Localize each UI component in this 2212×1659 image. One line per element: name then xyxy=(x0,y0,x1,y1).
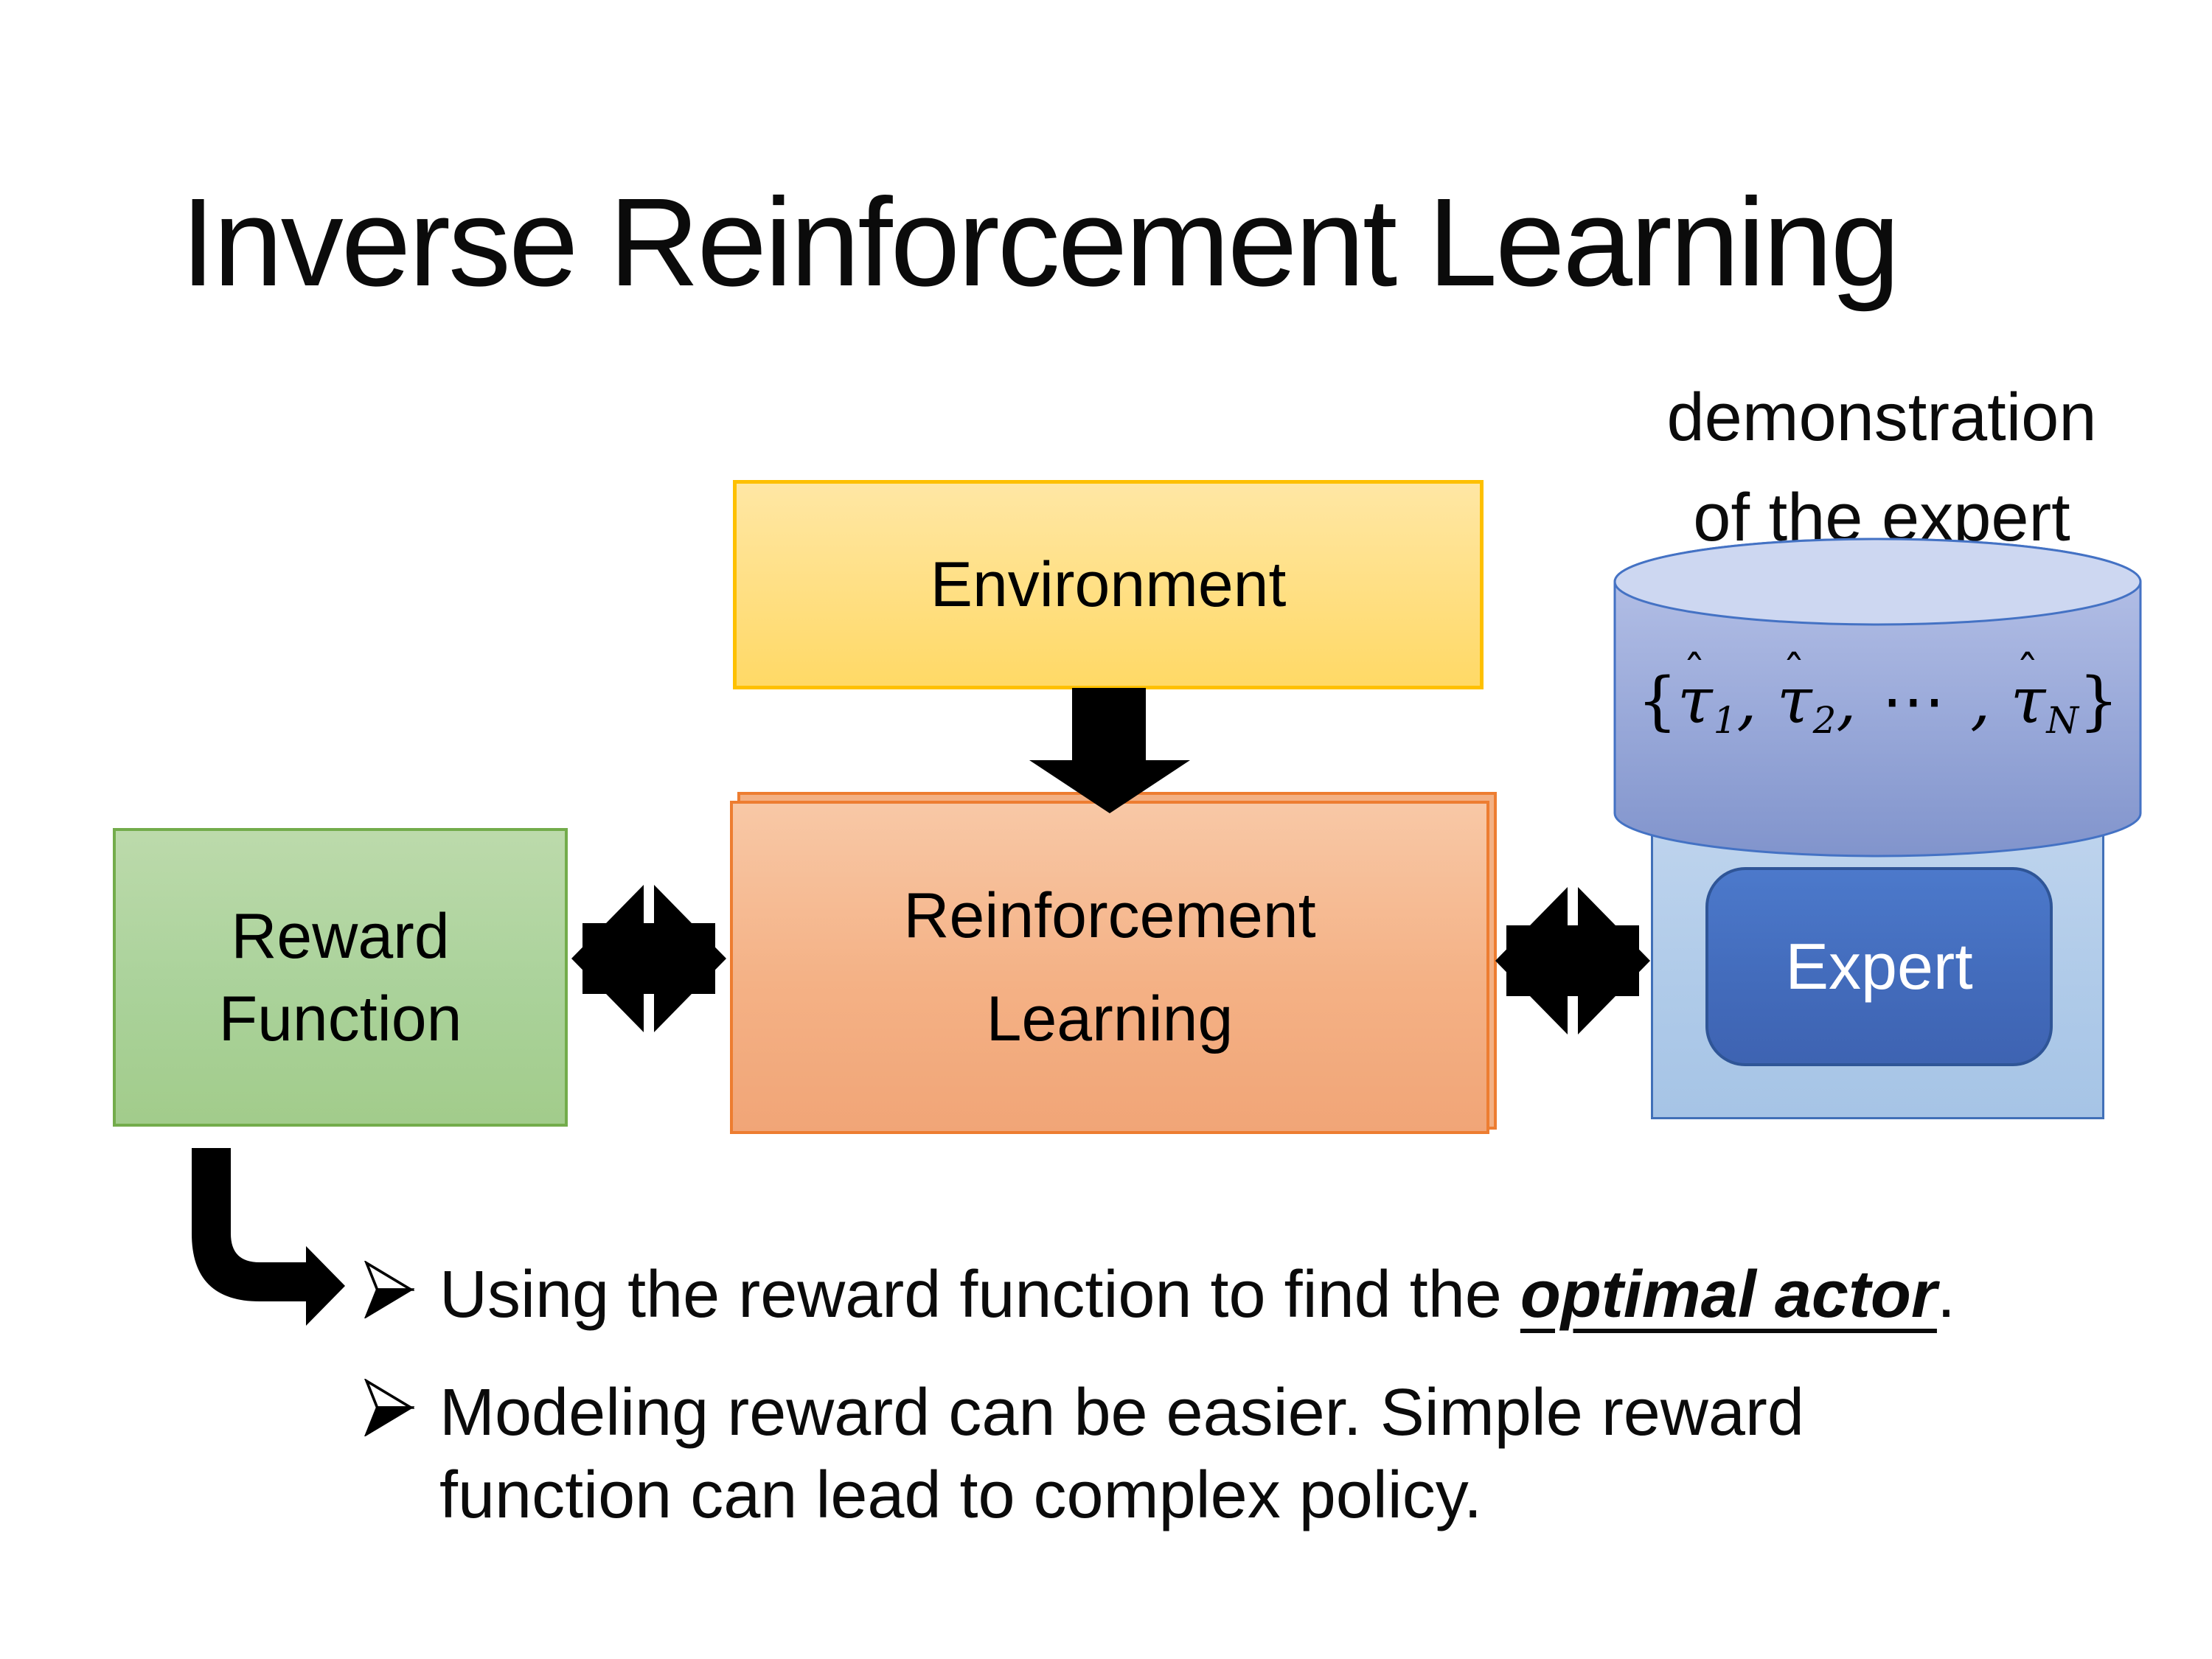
expert-label: Expert xyxy=(1785,930,1973,1003)
reward-output-bent-arrow-icon xyxy=(192,1148,345,1326)
rl-label-line1: Reinforcement xyxy=(903,880,1316,951)
reward-label-line1: Reward xyxy=(231,900,450,972)
env-to-rl-arrow-icon xyxy=(1029,688,1190,813)
environment-box: Environment xyxy=(733,480,1484,689)
bullet-item-1: Using the reward function to find the op… xyxy=(361,1253,2183,1336)
reward-label: Reward Function xyxy=(219,895,462,1060)
demo-caption: demonstration of the expert xyxy=(1609,367,2154,568)
rl-box: Reinforcement Learning xyxy=(730,801,1489,1134)
environment-label: Environment xyxy=(930,549,1287,620)
bullet-text-2: Modeling reward can be easier. Simple re… xyxy=(439,1376,1804,1532)
rl-label-line2: Learning xyxy=(986,984,1234,1054)
rl-expert-double-arrow-icon xyxy=(1495,887,1650,1034)
reward-label-line2: Function xyxy=(218,983,462,1054)
reward-rl-double-arrow-icon xyxy=(571,885,726,1032)
bullet-arrowhead-icon xyxy=(364,1261,414,1318)
demo-caption-line1: demonstration xyxy=(1666,380,2097,455)
expert-box: Expert xyxy=(1705,867,2053,1066)
bullet-item-2: Modeling reward can be easier. Simple re… xyxy=(361,1371,2183,1537)
page-title: Inverse Reinforcement Learning xyxy=(181,173,1900,313)
rl-label: Reinforcement Learning xyxy=(903,864,1315,1071)
bullet-text-1: Using the reward function to find the op… xyxy=(439,1258,1955,1332)
reward-function-box: Reward Function xyxy=(113,828,568,1127)
demonstration-database-icon xyxy=(1613,538,2142,858)
bullet-arrowhead-icon xyxy=(364,1379,414,1436)
